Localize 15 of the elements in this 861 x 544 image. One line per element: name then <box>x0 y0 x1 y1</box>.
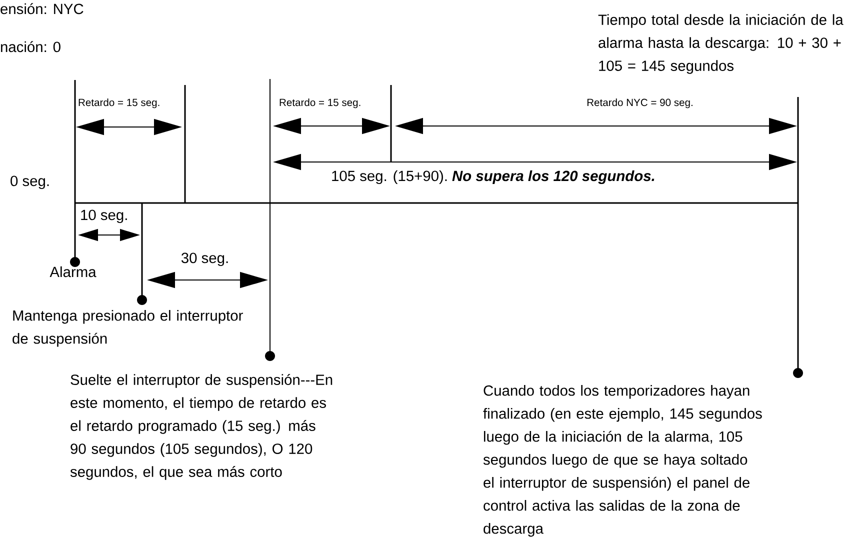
heading-text: nación: 0 <box>0 41 60 52</box>
event-label: Cuando todos los temporizadores hayan finalizado (en este ejemplo, 145 segundos luego de la iniciación de la alarma, 105 segundos luego de que se haya soltado el interruptor de suspensión) el panel de control activa las salidas de la zona de descarga <box>483 385 762 537</box>
dimension-label: No supera los 120 segundos. <box>452 170 654 184</box>
dimension-label: 10 seg. <box>81 210 127 224</box>
time-label: 0 seg. <box>10 176 49 190</box>
event-label: Alarma <box>50 266 96 278</box>
note-text: Tiempo total desde la iniciación de la alarma hasta la descarga: 10 + 30 + 105 = 145 segundos <box>598 14 844 74</box>
dimension-label: Retardo NYC = 90 seg. <box>587 98 692 108</box>
dimension-label: Retardo = 15 seg. <box>78 98 160 108</box>
heading-text: ensión: NYC <box>0 3 84 14</box>
event-label: Suelte el interruptor de suspensión---En este momento, el tiempo de retardo es el retardo programado (15 seg.) más 90 segundos (105 segundos), O 120 segundos, el que sea más corto <box>70 374 332 480</box>
dimension-label: 105 seg. (15+90). <box>332 170 447 184</box>
dimension-label: 30 seg. <box>181 252 228 266</box>
event-label: Mantenga presionado el interruptor de suspensión <box>12 310 243 347</box>
dimension-label: Retardo = 15 seg. <box>280 98 360 108</box>
